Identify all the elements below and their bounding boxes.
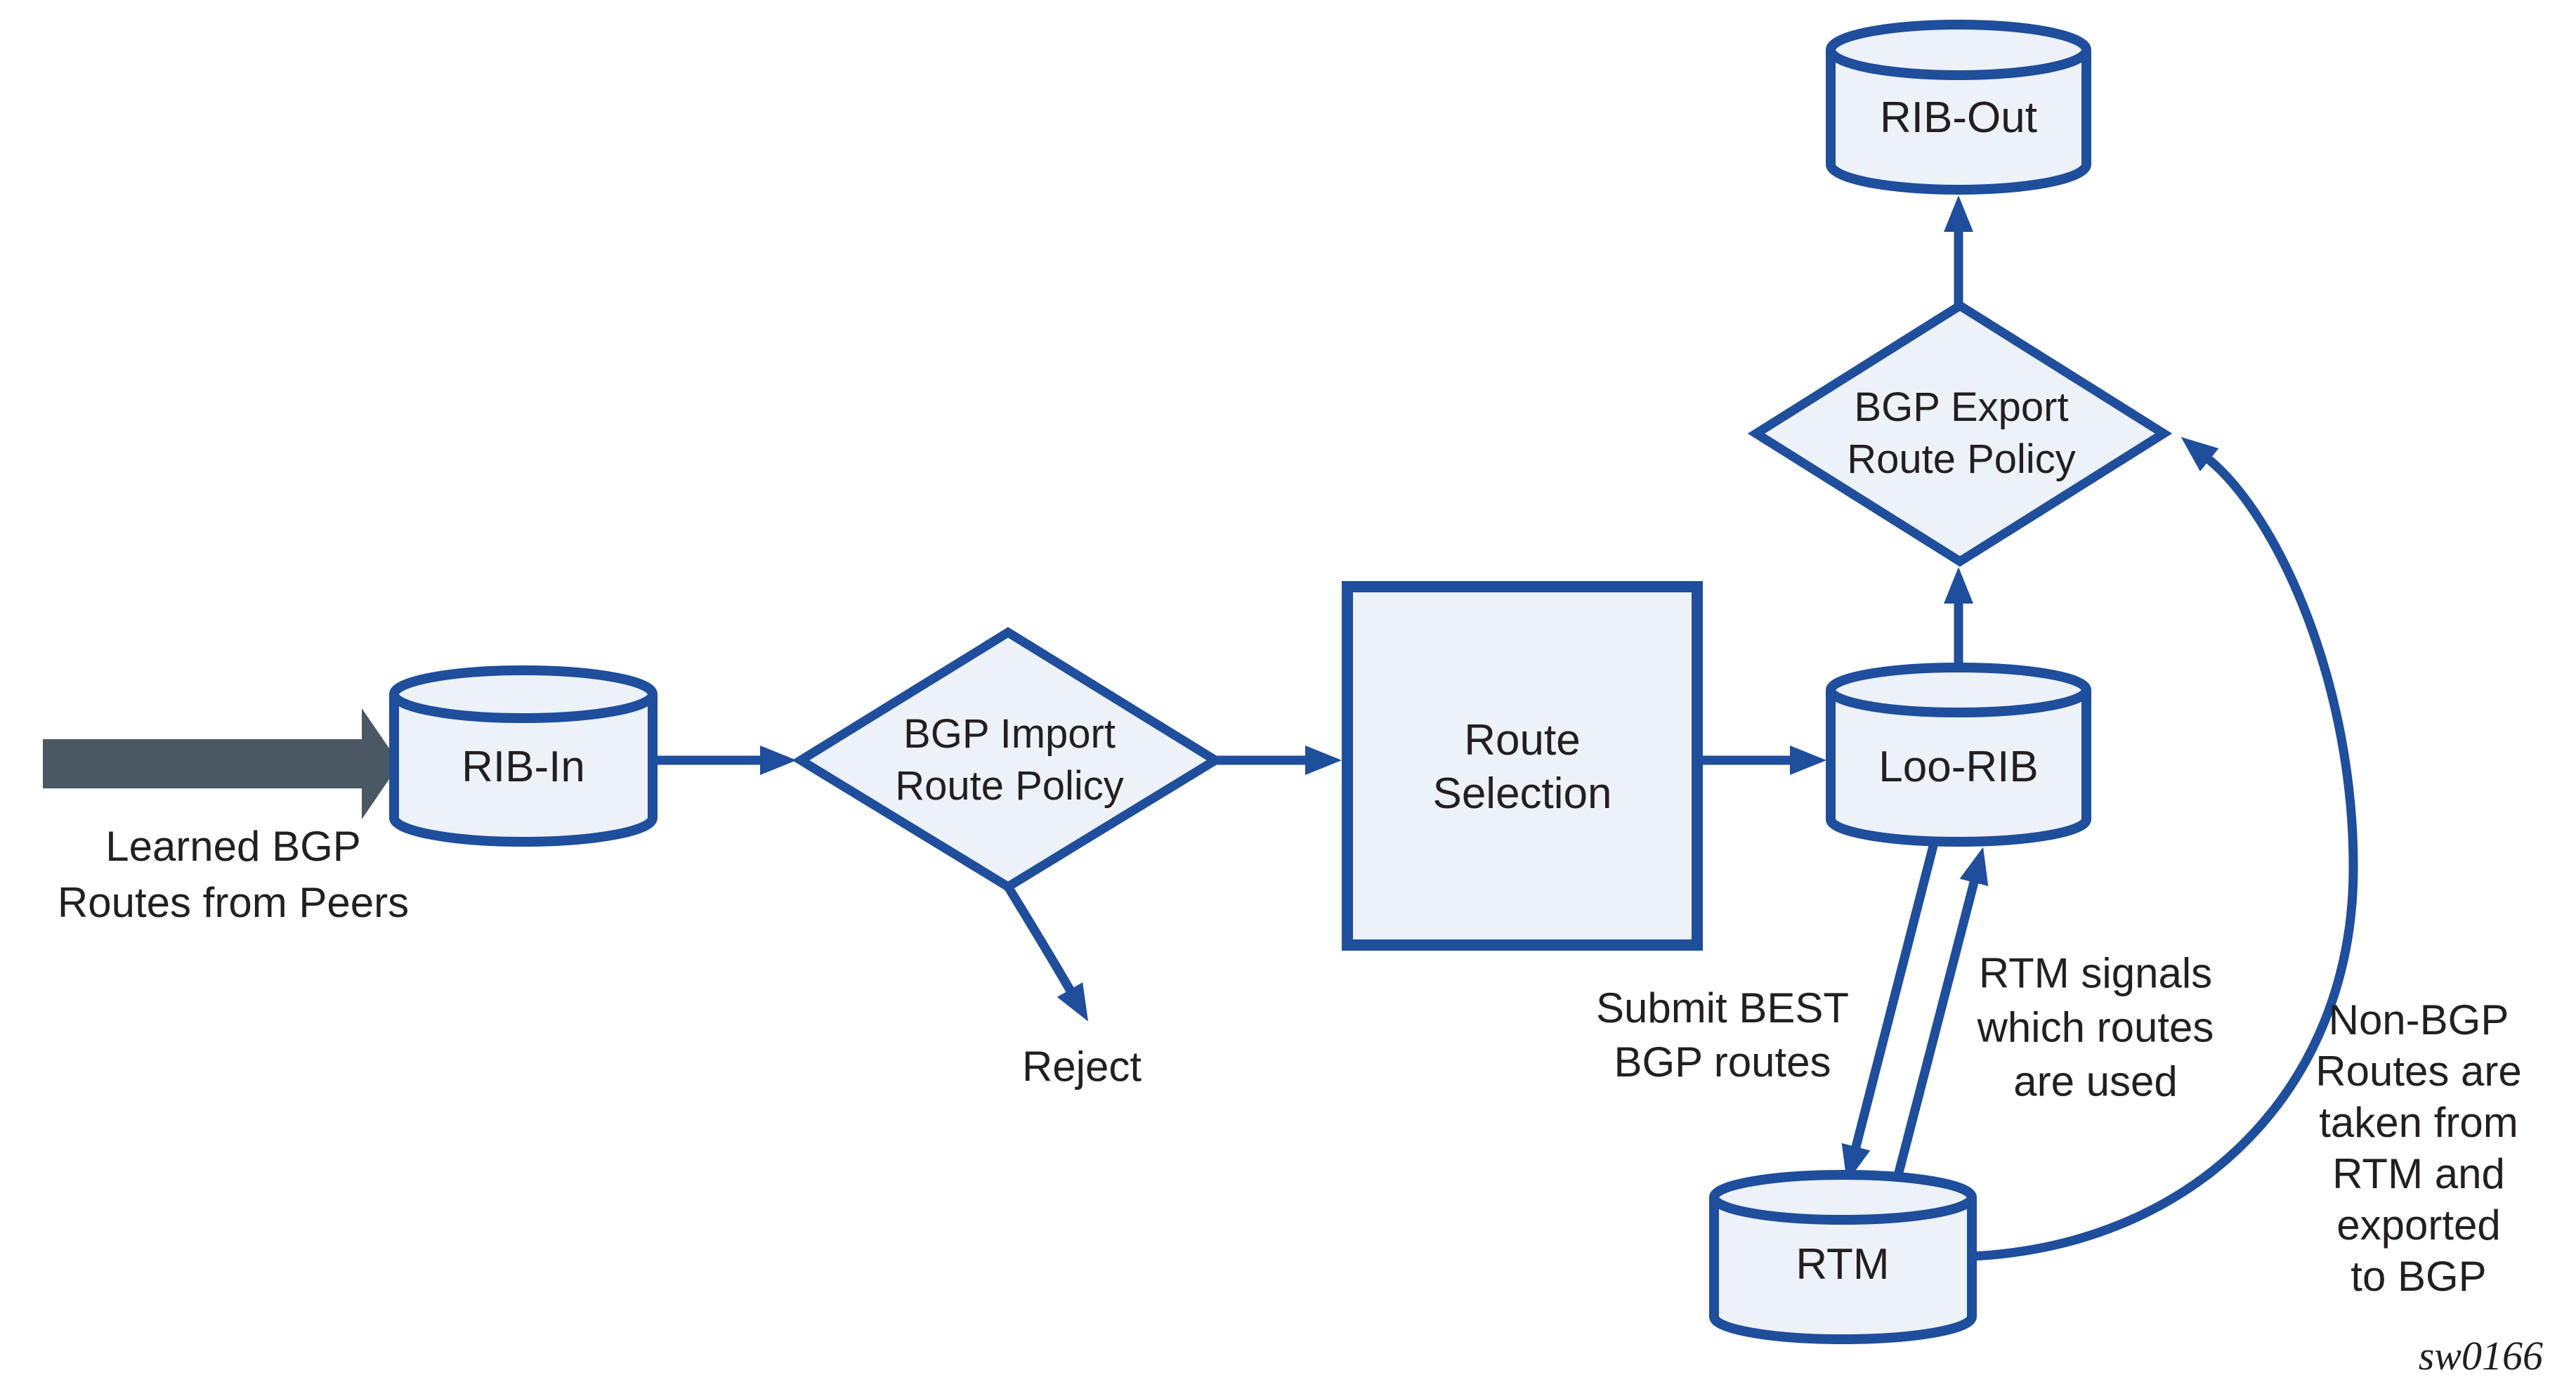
rtm-label: RTM xyxy=(1796,1240,1890,1289)
route-selection-box xyxy=(1342,581,1703,951)
loo-rib-cylinder xyxy=(1826,663,2091,847)
loo-rib-label: Loo-RIB xyxy=(1878,743,2039,791)
rtm-cylinder xyxy=(1709,1170,1977,1344)
bgp-export-label: BGP Export Route Policy xyxy=(1847,384,2076,482)
rib-out-cylinder xyxy=(1826,20,2091,195)
learned-bgp-routes-caption: Learned BGP Routes from Peers xyxy=(57,823,410,926)
bgp-export-diamond xyxy=(1747,300,2173,567)
rtm-signals-caption: RTM signals which routes are used xyxy=(1977,949,2214,1105)
figure-id-watermark: sw0166 xyxy=(2418,1333,2543,1379)
bgp-import-diamond xyxy=(792,627,1224,892)
submit-best-caption: Submit BEST BGP routes xyxy=(1595,984,1850,1086)
rib-in-label: RIB-In xyxy=(462,743,585,791)
bgp-import-label: BGP Import Route Policy xyxy=(895,711,1124,809)
rib-in-cylinder xyxy=(389,665,658,847)
reject-arrow xyxy=(1004,884,1088,1022)
incoming-routes-arrow xyxy=(43,708,400,819)
non-bgp-routes-caption: Non-BGP Routes are taken from RTM and ex… xyxy=(2315,996,2522,1300)
arrow-loo-rib-to-rtm xyxy=(1841,842,1939,1183)
arrow-rtm-to-loo-rib xyxy=(1890,847,1989,1187)
curve-rtm-to-bgp-export xyxy=(1971,436,2358,1261)
reject-caption: Reject xyxy=(1021,1043,1142,1091)
rib-out-label: RIB-Out xyxy=(1880,93,2037,142)
route-selection-label: Route Selection xyxy=(1432,716,1612,818)
